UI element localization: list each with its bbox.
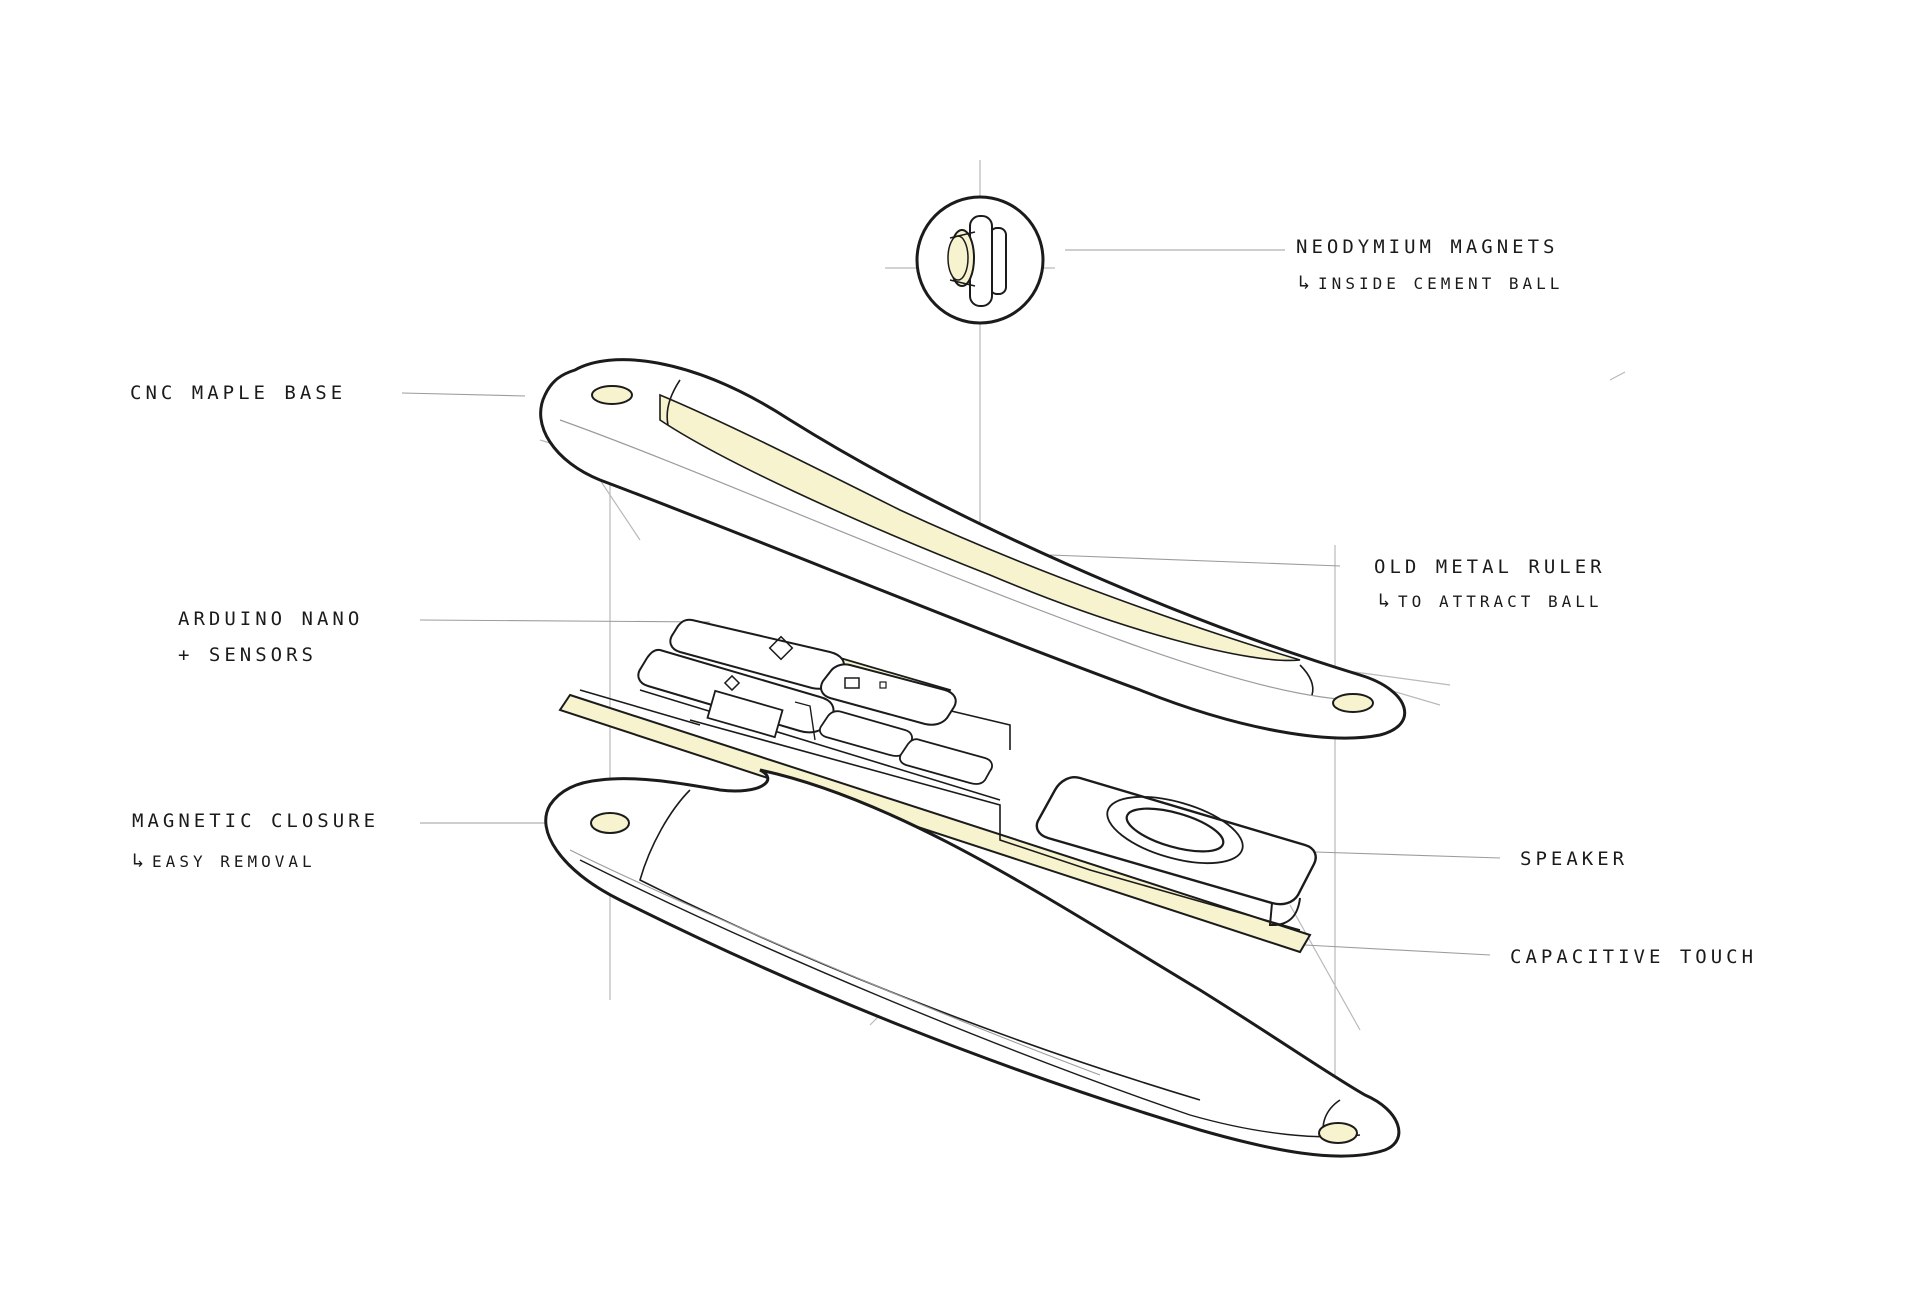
speaker-label: Speaker <box>1520 848 1629 870</box>
circuit-board-left <box>669 618 845 690</box>
magnets-arrow: ↳ <box>1298 270 1311 294</box>
closure-arrow: ↳ <box>132 848 145 872</box>
circuit-board-center <box>637 648 835 734</box>
upper-shell <box>539 358 1407 740</box>
ruler-label: Old metal ruler <box>1374 556 1606 578</box>
sensor-module <box>820 663 957 726</box>
capacitive-label: Capacitive touch <box>1510 946 1758 968</box>
electronics-assembly <box>558 618 1312 954</box>
closure-sub-text: easy removal <box>152 852 316 871</box>
maple-base-label: CNC maple base <box>130 382 347 404</box>
ruler-sublabel: ↳ to attract ball <box>1378 590 1603 611</box>
magnets-sub-text: inside cement ball <box>1318 274 1564 293</box>
lower-shell <box>544 768 1401 1158</box>
closure-sublabel: ↳ easy removal <box>132 850 316 871</box>
sensors-label: + sensors <box>178 644 317 666</box>
ruler-sub-text: to attract ball <box>1398 592 1603 611</box>
magnet-detail <box>915 195 1045 325</box>
speaker <box>1035 776 1317 927</box>
closure-label: Magnetic closure <box>132 810 380 832</box>
magnets-sublabel: ↳ inside cement ball <box>1298 272 1563 293</box>
arduino-label: Arduino Nano <box>178 608 364 630</box>
magnets-label: Neodymium magnets <box>1296 236 1559 258</box>
ruler-arrow: ↳ <box>1378 588 1391 612</box>
